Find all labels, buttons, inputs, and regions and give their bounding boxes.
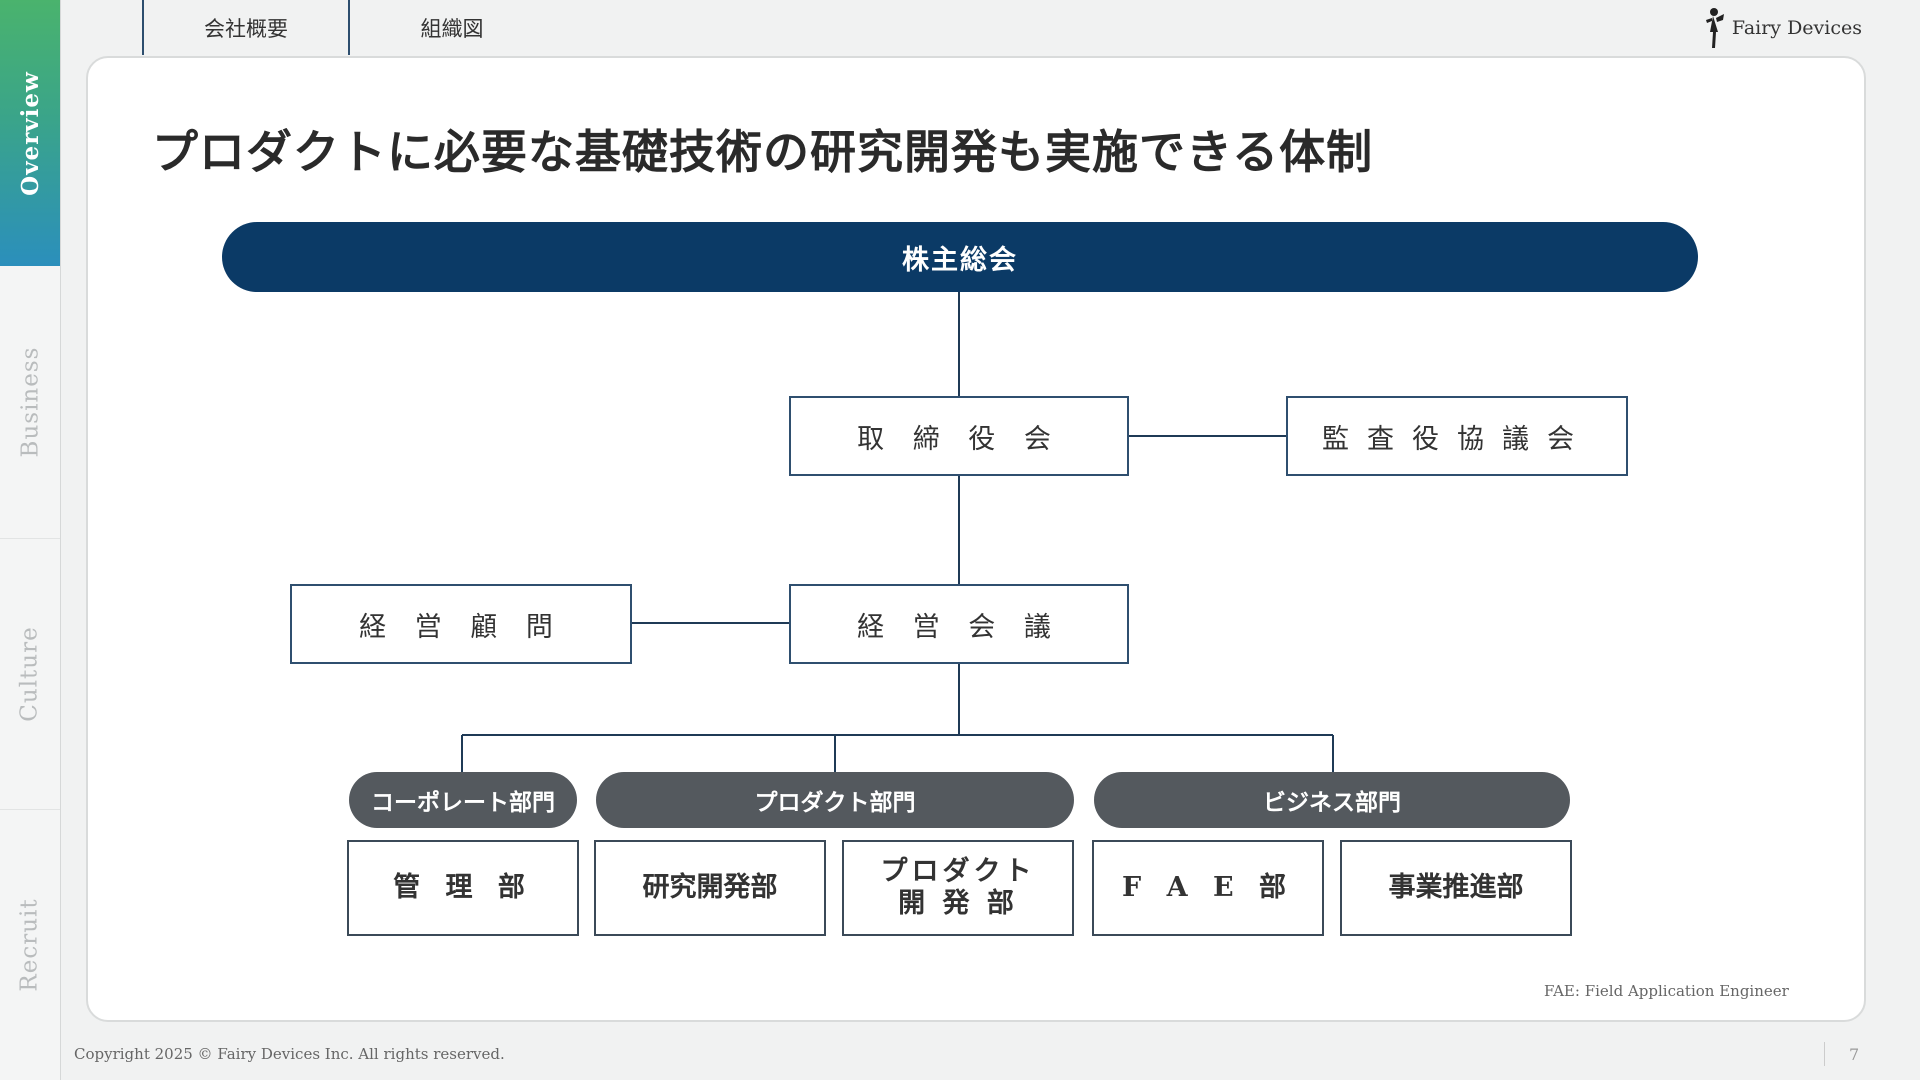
- board-label: 取 締 役 会: [857, 423, 1061, 455]
- page-number: 7: [1824, 1042, 1859, 1066]
- nav-culture[interactable]: Culture: [0, 539, 60, 809]
- dept-research-label: 研究開発部: [642, 871, 778, 903]
- division-business: ビジネス部門: [1094, 772, 1570, 828]
- page-title: プロダクトに必要な基礎技術の研究開発も実施できる体制: [152, 125, 1374, 179]
- nav-divider: [0, 809, 60, 810]
- board-of-directors: 取 締 役 会: [789, 396, 1129, 476]
- dept-administration-label: 管 理 部: [393, 871, 533, 903]
- nav-recruit-label: Recruit: [17, 898, 43, 992]
- tab-company-overview[interactable]: 会社概要: [142, 0, 348, 55]
- audit-label: 監査役協議会: [1322, 423, 1592, 455]
- fairy-logo-icon: [1705, 8, 1724, 48]
- nav-business[interactable]: Business: [0, 266, 60, 538]
- dept-fae-label: F A E 部: [1122, 871, 1294, 903]
- nav-overview[interactable]: Overview: [0, 0, 60, 266]
- dept-business-promotion-label: 事業推進部: [1388, 871, 1524, 903]
- dept-research: 研究開発部: [594, 840, 826, 936]
- side-nav: Overview Business Culture Recruit: [0, 0, 61, 1080]
- division-product: プロダクト部門: [596, 772, 1074, 828]
- division-corporate: コーポレート部門: [349, 772, 577, 828]
- footnote: FAE: Field Application Engineer: [1544, 982, 1789, 1000]
- top-tabs: 会社概要 組織図: [142, 0, 554, 55]
- management-label: 経 営 会 議: [857, 611, 1061, 643]
- company-logo: Fairy Devices: [1704, 6, 1862, 50]
- nav-culture-label: Culture: [17, 626, 43, 722]
- nav-business-label: Business: [17, 346, 43, 458]
- dept-business-promotion: 事業推進部: [1340, 840, 1572, 936]
- shareholders-meeting: 株主総会: [222, 222, 1698, 292]
- nav-overview-label: Overview: [16, 70, 44, 196]
- management-advisor: 経 営 顧 問: [290, 584, 632, 664]
- management-meeting: 経 営 会 議: [789, 584, 1129, 664]
- advisor-label: 経 営 顧 問: [359, 611, 563, 643]
- nav-recruit[interactable]: Recruit: [0, 810, 60, 1080]
- dept-administration: 管 理 部: [347, 840, 579, 936]
- logo-text: Fairy Devices: [1731, 17, 1862, 39]
- dept-product-development: プロダクト 開 発 部: [842, 840, 1074, 936]
- dept-product-development-label: プロダクト 開 発 部: [880, 855, 1036, 919]
- audit-board: 監査役協議会: [1286, 396, 1628, 476]
- copyright: Copyright 2025 © Fairy Devices Inc. All …: [74, 1045, 505, 1063]
- dept-fae: F A E 部: [1092, 840, 1324, 936]
- nav-divider: [0, 538, 60, 539]
- tab-org-chart[interactable]: 組織図: [348, 0, 554, 55]
